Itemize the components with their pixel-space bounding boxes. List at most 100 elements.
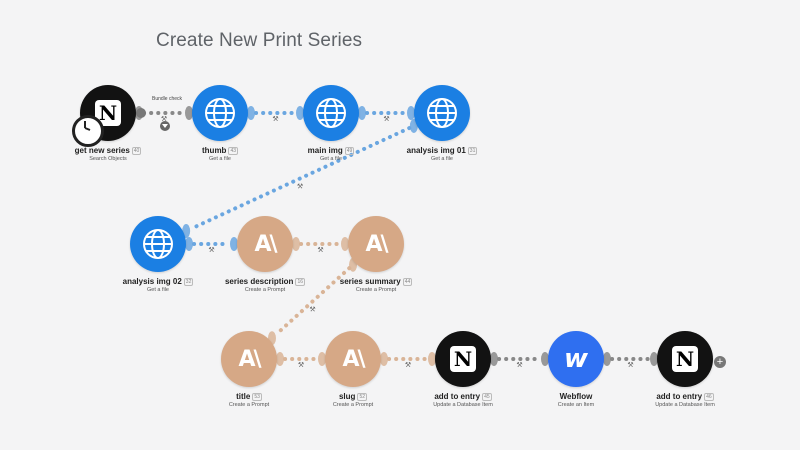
- module-circle[interactable]: A\: [325, 331, 381, 387]
- output-port: [490, 352, 498, 366]
- output-port: [185, 237, 193, 251]
- wrench-icon[interactable]: ⚒: [272, 115, 278, 123]
- input-port: [541, 352, 549, 366]
- input-port: [650, 352, 658, 366]
- output-port: [358, 106, 366, 120]
- module-circle[interactable]: [130, 216, 186, 272]
- wrench-icon[interactable]: ⚒: [627, 361, 633, 369]
- module-circle[interactable]: [303, 85, 359, 141]
- add-module-handle[interactable]: +: [714, 356, 726, 368]
- module-circle[interactable]: [192, 85, 248, 141]
- wrench-icon[interactable]: ⚒: [383, 115, 389, 123]
- connection-line[interactable]: [188, 126, 412, 231]
- module-name-text: title: [236, 392, 251, 401]
- module-action: Create an Item: [557, 402, 595, 408]
- input-port: [341, 237, 349, 251]
- module-action: Get a file: [319, 156, 342, 162]
- input-port: [296, 106, 304, 120]
- connection-line[interactable]: [273, 266, 352, 337]
- module-action: Get a file: [430, 156, 453, 162]
- module-name-text: add to entry: [434, 392, 481, 401]
- module-id-badge: 40: [131, 147, 142, 155]
- module-name-text: slug: [338, 392, 356, 401]
- webflow-logo-icon: w: [563, 344, 589, 374]
- module-action: Create a Prompt: [244, 287, 286, 293]
- wrench-icon[interactable]: ⚒: [317, 246, 323, 254]
- module-id-badge: 32: [183, 278, 194, 286]
- trigger-output-port: [136, 108, 146, 118]
- module-name-text: main img: [307, 146, 343, 155]
- notion-logo-icon: N: [450, 346, 476, 372]
- globe-icon: [203, 96, 237, 130]
- module-circle[interactable]: A\: [348, 216, 404, 272]
- clock-icon[interactable]: [72, 115, 104, 147]
- globe-icon: [314, 96, 348, 130]
- module-name-text: get new series: [74, 146, 130, 155]
- module-circle[interactable]: N: [657, 331, 713, 387]
- output-port: [380, 352, 388, 366]
- module-action: Search Objects: [89, 156, 127, 162]
- notion-logo-icon: N: [672, 346, 698, 372]
- wrench-icon[interactable]: ⚒: [208, 246, 214, 254]
- wrench-icon[interactable]: ⚒: [405, 361, 411, 369]
- output-port: [292, 237, 300, 251]
- module-action: Create a Prompt: [228, 402, 270, 408]
- module-name-text: add to entry: [656, 392, 703, 401]
- wrench-icon[interactable]: ⚒: [298, 361, 304, 369]
- module-action: Create a Prompt: [332, 402, 374, 408]
- module-id-badge: 53: [252, 393, 262, 401]
- module-name-text: Webflow: [559, 392, 593, 401]
- input-port: [428, 352, 436, 366]
- wrench-icon[interactable]: ⚒: [297, 183, 303, 191]
- wrench-icon[interactable]: ⚒: [516, 361, 522, 369]
- module-circle[interactable]: N: [72, 85, 136, 147]
- module-name-text: series summary: [339, 277, 401, 286]
- ai-logo-icon: A\: [342, 346, 365, 372]
- wrench-icon[interactable]: ⚒: [161, 115, 167, 123]
- input-port: [318, 352, 326, 366]
- module-name-text: series description: [224, 277, 294, 286]
- input-port: [185, 106, 193, 120]
- module-id-badge: 49: [344, 147, 355, 155]
- filter-label[interactable]: Bundle check: [152, 96, 183, 102]
- module-id-badge: 52: [357, 393, 367, 401]
- module-circle[interactable]: N: [435, 331, 491, 387]
- module-circle[interactable]: w: [548, 331, 604, 387]
- module-id-badge: 46: [704, 393, 714, 401]
- module-action: Get a file: [146, 287, 169, 293]
- wrench-icon[interactable]: ⚒: [309, 306, 315, 314]
- module-circle[interactable]: A\: [237, 216, 293, 272]
- module-name-text: analysis img 01: [406, 146, 466, 155]
- module-id-badge: 31: [467, 147, 478, 155]
- filter-funnel-icon: [162, 124, 168, 128]
- input-port: [407, 106, 415, 120]
- module-name-text: thumb: [202, 146, 227, 155]
- module-circle[interactable]: A\: [221, 331, 277, 387]
- input-port: [230, 237, 238, 251]
- globe-icon: [425, 96, 459, 130]
- notion-logo-icon: N: [95, 100, 121, 126]
- module-circle[interactable]: [414, 85, 470, 141]
- module-name: Webflow: [516, 392, 636, 401]
